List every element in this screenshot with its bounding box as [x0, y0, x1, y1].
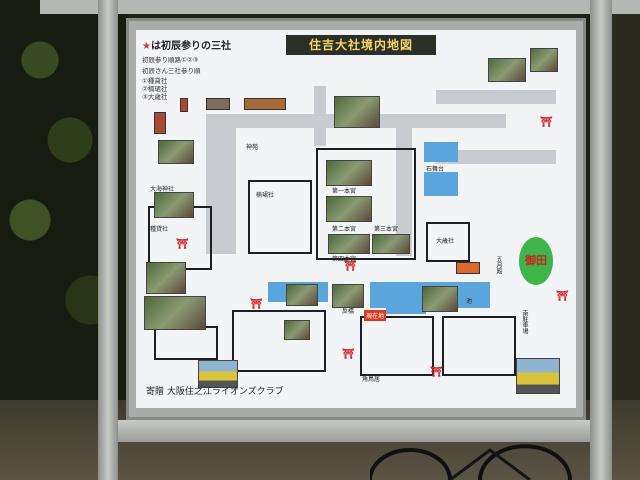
signboard-bottom-rail [118, 420, 590, 442]
path [436, 150, 556, 164]
pond [386, 304, 426, 314]
precinct-block [154, 326, 218, 360]
shrine-photo [372, 234, 410, 254]
main-sanctuary-enclosure [316, 148, 416, 260]
building [206, 98, 230, 110]
torii-icon: ⛩ [556, 291, 569, 302]
sponsor-credit: 寄贈 大阪住之江ライオンズクラブ [146, 387, 284, 397]
legend-line: 初辰さん三社参り順 [142, 67, 201, 75]
shrine-photo [144, 296, 206, 330]
building [154, 112, 166, 134]
shrine-photo [334, 96, 380, 128]
building [244, 98, 286, 110]
signboard-post-right [590, 0, 612, 480]
bicycle-icon [370, 444, 572, 480]
place-label: 第三本宮 [374, 226, 399, 233]
shrine-photo [326, 160, 372, 186]
place-label: 大歳社 [436, 238, 455, 245]
shrine-photo [146, 262, 186, 294]
otaue-rice-field-marker: 御田 [519, 237, 553, 285]
precinct-block [360, 316, 434, 376]
shrine-photo [154, 192, 194, 218]
star-icon: ★ [142, 41, 151, 52]
shrine-photo [286, 284, 318, 306]
shrine-photo [284, 320, 310, 340]
signboard-post-left [98, 0, 118, 480]
shrine-photo [158, 140, 194, 164]
torii-icon: ⛩ [540, 117, 553, 128]
precinct-block [248, 180, 312, 254]
torii-icon: ⛩ [430, 367, 443, 378]
shrine-photo [326, 196, 372, 222]
legend-line: ①種貸社 [142, 77, 168, 85]
legend-line: ②楠珺社 [142, 85, 168, 93]
legend-line: 初辰参り順路①②③ [142, 56, 199, 64]
place-label: 神苑 [246, 144, 259, 151]
path [314, 86, 326, 146]
precinct-block [232, 310, 326, 372]
legend-line: ③大歳社 [142, 93, 168, 101]
current-location-marker: 現在地 [364, 310, 387, 321]
path [396, 126, 412, 256]
map-title: 住吉大社境内地図 [286, 35, 436, 55]
shrine-photo [328, 234, 370, 254]
shrine-photo [332, 284, 364, 308]
precinct-block [426, 222, 470, 262]
pond [424, 142, 458, 162]
place-label: 種貸社 [150, 226, 169, 233]
path [436, 90, 556, 104]
place-label: 反橋 [342, 308, 355, 315]
place-label: 楠珺社 [256, 192, 275, 199]
building [180, 98, 188, 112]
tram-photo [198, 360, 238, 388]
legend-title: ★は初辰参りの三社 [142, 41, 231, 52]
place-label: 第二本宮 [332, 226, 357, 233]
shrine-photo [530, 48, 558, 72]
shrine-photo [488, 58, 526, 82]
pond [424, 172, 458, 196]
signboard-top-rail [40, 0, 640, 14]
torii-icon: ⛩ [176, 239, 189, 250]
building [456, 262, 480, 274]
torii-icon: ⛩ [250, 299, 263, 310]
shrine-photo [422, 286, 458, 312]
precinct-block [442, 316, 516, 376]
place-label: 池 [466, 298, 473, 305]
place-label: 角鳥居 [362, 376, 381, 383]
place-label: 第四本宮 [332, 256, 357, 263]
place-label: 第一本宮 [332, 188, 357, 195]
place-label: 五月殿 [495, 256, 502, 274]
tram-photo [516, 358, 560, 394]
place-label: 大海神社 [150, 186, 175, 193]
place-label: 南駐車場 [521, 310, 528, 334]
torii-icon: ⛩ [342, 349, 355, 360]
shrine-precinct-map: ⛩ ⛩ ⛩ ⛩ ⛩ ⛩ ⛩ 住吉大社境内地図 ★は初辰参りの三社 初辰参り順路①… [136, 30, 576, 408]
place-label: 石舞台 [426, 166, 445, 173]
torii-icon: ⛩ [344, 261, 357, 272]
